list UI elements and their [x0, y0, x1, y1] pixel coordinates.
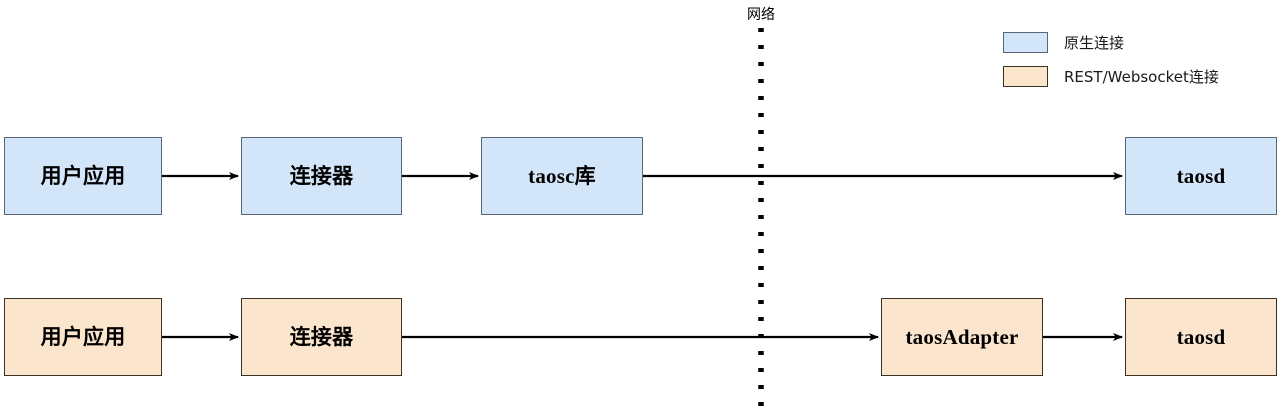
node-taosd-native: taosd: [1125, 137, 1277, 215]
legend: 原生连接 REST/Websocket连接: [1003, 32, 1278, 100]
node-connector-rest: 连接器: [241, 298, 402, 376]
legend-item-rest-connection: REST/Websocket连接: [1003, 66, 1278, 87]
network-divider-label: 网络: [747, 7, 775, 23]
legend-label-rest-connection: REST/Websocket连接: [1064, 68, 1219, 86]
legend-swatch-native-connection: [1003, 32, 1048, 53]
node-taosd-rest: taosd: [1125, 298, 1277, 376]
legend-item-native-connection: 原生连接: [1003, 32, 1278, 53]
node-taosadapter: taosAdapter: [881, 298, 1043, 376]
node-taosc-library: taosc库: [481, 137, 643, 215]
legend-swatch-rest-connection: [1003, 66, 1048, 87]
node-user-app-native: 用户应用: [4, 137, 162, 215]
node-connector-native: 连接器: [241, 137, 402, 215]
legend-label-native-connection: 原生连接: [1064, 34, 1125, 52]
node-user-app-rest: 用户应用: [4, 298, 162, 376]
network-divider-line: [758, 28, 764, 409]
